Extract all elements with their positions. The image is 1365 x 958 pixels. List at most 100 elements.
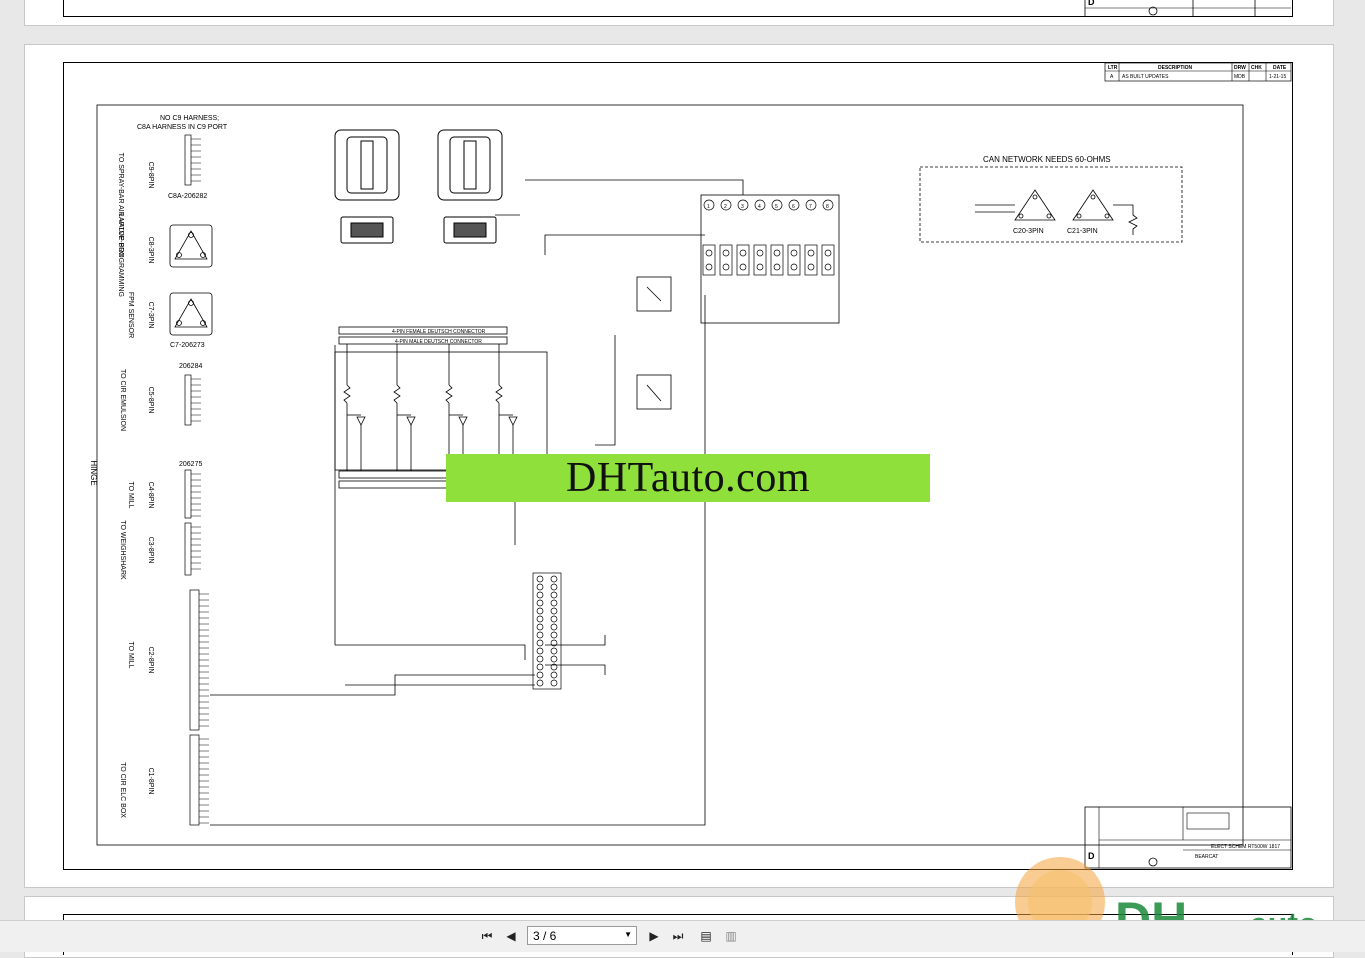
- terminal-screw: [550, 623, 558, 631]
- watermark-banner: DHTauto.com: [446, 454, 930, 502]
- title-mill-c2: TO MILL: [127, 641, 134, 668]
- terminal-screw: [536, 663, 544, 671]
- pin-label-c8: C8-3PIN: [147, 237, 154, 264]
- terminal-screw: [536, 607, 544, 615]
- deutsch-male-label: 4-PIN MALE DEUTSCH CONNECTOR: [395, 339, 482, 345]
- hinge-label: HINGE: [89, 460, 98, 485]
- rev-header-chk: CHK: [1251, 65, 1262, 71]
- resistor: [343, 384, 351, 404]
- fit-page-button[interactable]: ▤: [697, 927, 715, 945]
- rev-drw: MDB: [1234, 74, 1246, 80]
- terminal-number-circle: [720, 199, 732, 211]
- terminal-screw: [536, 655, 544, 663]
- terminal-number-circle: [805, 199, 817, 211]
- viewer-toolbar: ⏮ ◀ 3 / 6 ▼ ▶ ⏭ ▤ ▥: [0, 920, 1365, 952]
- title-spray-bar: TO SPRAY-BAR AIR VALVE-BOX: [117, 153, 124, 258]
- ecu-module-left: [334, 129, 400, 244]
- terminal-block: [719, 244, 733, 276]
- pin-label-c4: C4-8PIN: [147, 482, 154, 509]
- terminal-screw: [773, 263, 781, 271]
- rev-header-date: DATE: [1273, 65, 1287, 71]
- previous-page-fragment: D: [24, 0, 1334, 26]
- ecu-module-right: [437, 129, 503, 244]
- svg-text:D: D: [1088, 0, 1095, 7]
- terminal-screw: [550, 615, 558, 623]
- rev-header-ltr: LTR: [1108, 65, 1118, 71]
- terminal-screw: [807, 263, 815, 271]
- title-cir-elc: TO CIR ELC BOX: [119, 762, 126, 818]
- terminal-block: [753, 244, 767, 276]
- can-network-title: CAN NETWORK NEEDS 60-OHMS: [983, 155, 1111, 164]
- terminal-screw: [550, 671, 558, 679]
- last-page-icon: ⏭: [672, 928, 684, 943]
- pin-leads: [191, 138, 209, 824]
- connector-id-206284: 206284: [179, 363, 202, 370]
- relay-warning-light: [636, 276, 672, 312]
- first-page-icon: ⏮: [481, 928, 493, 943]
- terminal-screw: [536, 671, 544, 679]
- terminal-number: 7: [809, 204, 812, 210]
- sheet-border: [63, 62, 1293, 870]
- terminal-screw: [790, 249, 798, 257]
- can-network-box: CAN NETWORK NEEDS 60-OHMS C20-3PIN C21-3…: [919, 155, 1183, 243]
- resistor: [393, 384, 401, 404]
- terminal-screw: [824, 249, 832, 257]
- terminal-screw: [536, 575, 544, 583]
- rev-header-drw: DRW: [1234, 65, 1246, 71]
- terminal-screw: [824, 263, 832, 271]
- terminal-screw: [550, 647, 558, 655]
- resistor: [445, 384, 453, 404]
- zener-diode: [508, 416, 518, 426]
- drawing-size-letter: D: [1088, 851, 1095, 861]
- title-mill-c4: TO MILL: [127, 481, 134, 508]
- rev-header-description: DESCRIPTION: [1158, 65, 1193, 71]
- page-select[interactable]: 3 / 6 ▼: [527, 926, 637, 945]
- drawing-title: ELECT SCHEM RT500W 1817: [1211, 844, 1280, 850]
- terminal-screw: [550, 639, 558, 647]
- watermark-text: DHTauto.com: [565, 455, 810, 501]
- next-page-button[interactable]: ▶: [645, 927, 663, 945]
- terminal-screw: [536, 615, 544, 623]
- last-page-button[interactable]: ⏭: [669, 927, 687, 945]
- wiring-schematic: LTR DESCRIPTION DRW CHK DATE A AS BUILT …: [89, 62, 1292, 869]
- terminal-number: 1: [707, 204, 710, 210]
- zener-diode: [406, 416, 416, 426]
- can-connector-c21: C21-3PIN: [1067, 228, 1098, 235]
- c7-connector: [169, 292, 213, 336]
- terminal-screw: [536, 623, 544, 631]
- terminal-block: [787, 244, 801, 276]
- terminal-screw: [773, 249, 781, 257]
- terminal-number-circle: [788, 199, 800, 211]
- terminal-screw: [790, 263, 798, 271]
- terminal-number-circle: [771, 199, 783, 211]
- terminal-screw: [550, 679, 558, 687]
- connector-id-c8a: C8A-206282: [168, 193, 207, 200]
- terminal-number: 6: [792, 204, 795, 210]
- fit-width-button[interactable]: ▥: [722, 927, 740, 945]
- terminal-number: 4: [758, 204, 761, 210]
- terminal-screw: [705, 249, 713, 257]
- fit-width-icon: ▥: [725, 929, 737, 943]
- pin-labels: C9-8PIN C8-3PIN C7-3PIN C5-8PIN C4-8PIN …: [147, 162, 154, 795]
- terminal-screw: [550, 655, 558, 663]
- resistor: [495, 384, 503, 404]
- first-page-button[interactable]: ⏮: [478, 927, 496, 945]
- terminal-number-circle: [703, 199, 715, 211]
- header-note-2: C8A HARNESS IN C9 PORT: [137, 124, 228, 131]
- terminal-screw: [550, 583, 558, 591]
- title-cir-emulsion: TO CIR EMULSION: [119, 369, 126, 431]
- prev-title-block: D: [1084, 0, 1291, 16]
- chevron-down-icon: ▼: [624, 930, 632, 939]
- terminal-block: [736, 244, 750, 276]
- pin-strips: [184, 134, 200, 826]
- terminal-screw: [550, 631, 558, 639]
- title-block: ELECT SCHEM RT500W 1817 BEARCAT D: [1084, 806, 1292, 869]
- next-page-icon: ▶: [649, 929, 659, 943]
- previous-page-button[interactable]: ◀: [502, 927, 520, 945]
- previous-page-icon: ◀: [506, 929, 516, 943]
- terminal-screw: [739, 249, 747, 257]
- terminal-screw: [536, 599, 544, 607]
- title-fpm-sensor: FPM SENSOR: [127, 292, 134, 338]
- terminal-block: [702, 244, 716, 276]
